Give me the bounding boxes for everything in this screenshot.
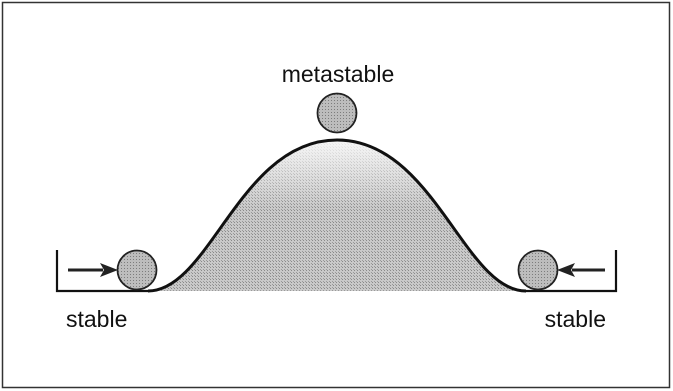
container-right-wall — [526, 250, 618, 293]
hill-highlight — [148, 140, 526, 291]
right-stable-ball — [517, 249, 559, 291]
metastable-ball — [316, 92, 358, 134]
right-stable-label: stable — [545, 306, 606, 332]
left-stable-ball — [116, 249, 158, 291]
left-arrow-icon — [68, 263, 118, 277]
energy-curve — [147, 138, 527, 293]
metastable-label: metastable — [282, 61, 395, 87]
left-stable-label: stable — [66, 306, 127, 332]
container-left-wall — [55, 250, 148, 293]
right-arrow-icon — [557, 263, 605, 277]
